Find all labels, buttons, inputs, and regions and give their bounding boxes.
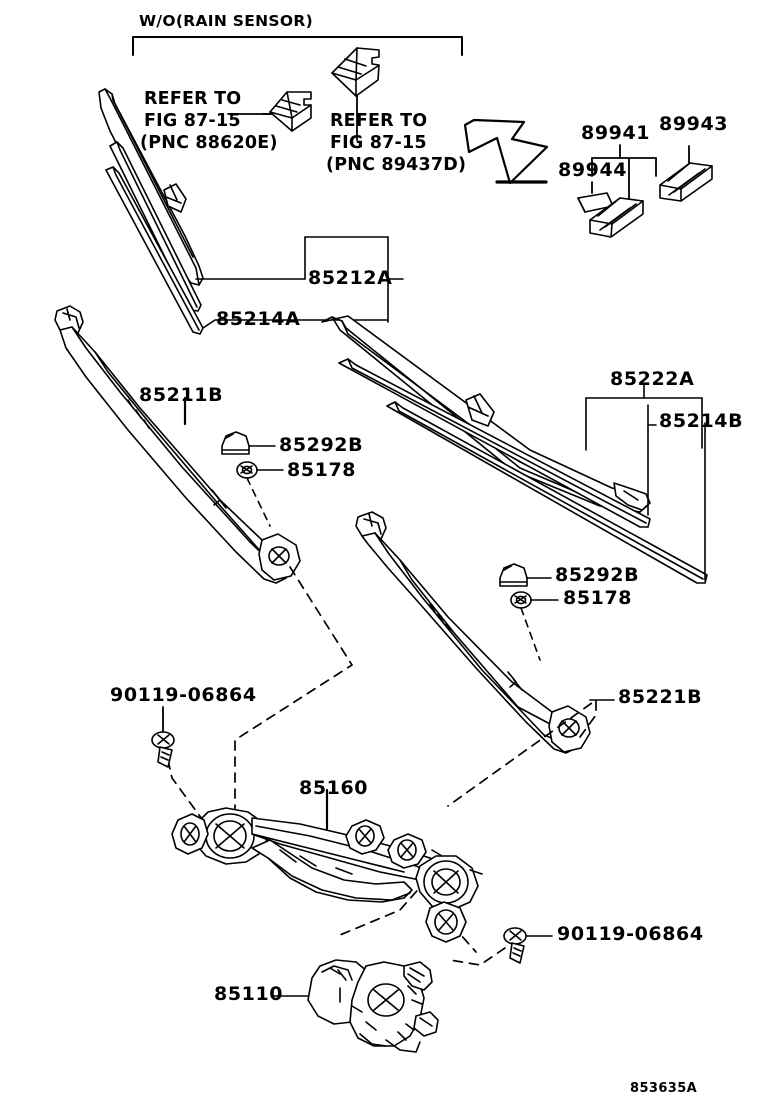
part-label-85222a: 85222A — [610, 368, 695, 390]
refer-note-89437d-line1: REFER TO — [330, 111, 428, 131]
wiper-arm-left-icon — [54, 305, 301, 584]
part-label-85212a: 85212A — [308, 267, 393, 289]
part-label-85160: 85160 — [299, 777, 369, 799]
refer-note-89437d-line3: (PNC 89437D) — [326, 155, 467, 175]
connector-88620e-icon — [269, 91, 312, 132]
part-label-89944: 89944 — [558, 159, 628, 181]
nozzle-89943-icon — [659, 162, 713, 202]
part-label-85214b: 85214B — [659, 410, 744, 432]
part-label-89943: 89943 — [659, 113, 729, 135]
nozzle-89941-icon — [589, 197, 644, 238]
assembly-dash-left-arm-to-link — [234, 566, 353, 813]
leader-85214a — [202, 319, 306, 329]
refer-note-88620e-line3: (PNC 88620E) — [140, 133, 278, 153]
part-label-85221b: 85221B — [618, 686, 703, 708]
part-label-85178-left: 85178 — [287, 459, 357, 481]
nut-right-icon — [510, 591, 532, 609]
cap-right-icon — [499, 563, 528, 587]
part-label-85178-right: 85178 — [563, 587, 633, 609]
part-label-85110: 85110 — [214, 983, 284, 1005]
cap-left-icon — [221, 431, 250, 455]
part-label-89941: 89941 — [581, 122, 651, 144]
wiper-blade-right-assembly-icon — [321, 315, 708, 584]
connector-89437d-icon — [331, 47, 380, 97]
wiper-blade-left-assembly-icon — [98, 88, 204, 335]
part-label-90119-06864-upper: 90119-06864 — [110, 684, 257, 706]
assembly-dash-bolt-upper-to-link — [167, 759, 211, 831]
part-label-85292b-left: 85292B — [279, 434, 364, 456]
bolt-upper-icon — [151, 731, 175, 768]
assembly-dash-right-arm-to-link — [447, 699, 597, 807]
refer-note-88620e-line1: REFER TO — [144, 89, 242, 109]
figure-code: 853635A — [630, 1081, 698, 1096]
wiper-motor-icon — [307, 959, 439, 1053]
part-label-90119-06864-lower: 90119-06864 — [557, 923, 704, 945]
assembly-dash-right — [520, 607, 541, 661]
wiper-arm-right-icon — [355, 511, 591, 754]
refer-note-89437d-line2: FIG 87-15 — [330, 133, 427, 153]
group-bracket-rain-sensor — [132, 36, 463, 56]
refer-note-88620e-line2: FIG 87-15 — [144, 111, 241, 131]
part-label-85214a: 85214A — [216, 308, 301, 330]
wiper-link-assembly-icon — [171, 807, 483, 943]
part-label-85292b-right: 85292B — [555, 564, 640, 586]
nut-left-icon — [236, 461, 258, 479]
part-label-85211b: 85211B — [139, 384, 224, 406]
assembly-dash-left — [246, 477, 271, 527]
bolt-lower-icon — [503, 927, 527, 964]
group-bracket-label: W/O(RAIN SENSOR) — [139, 12, 313, 30]
direction-arrow-icon — [463, 118, 549, 185]
